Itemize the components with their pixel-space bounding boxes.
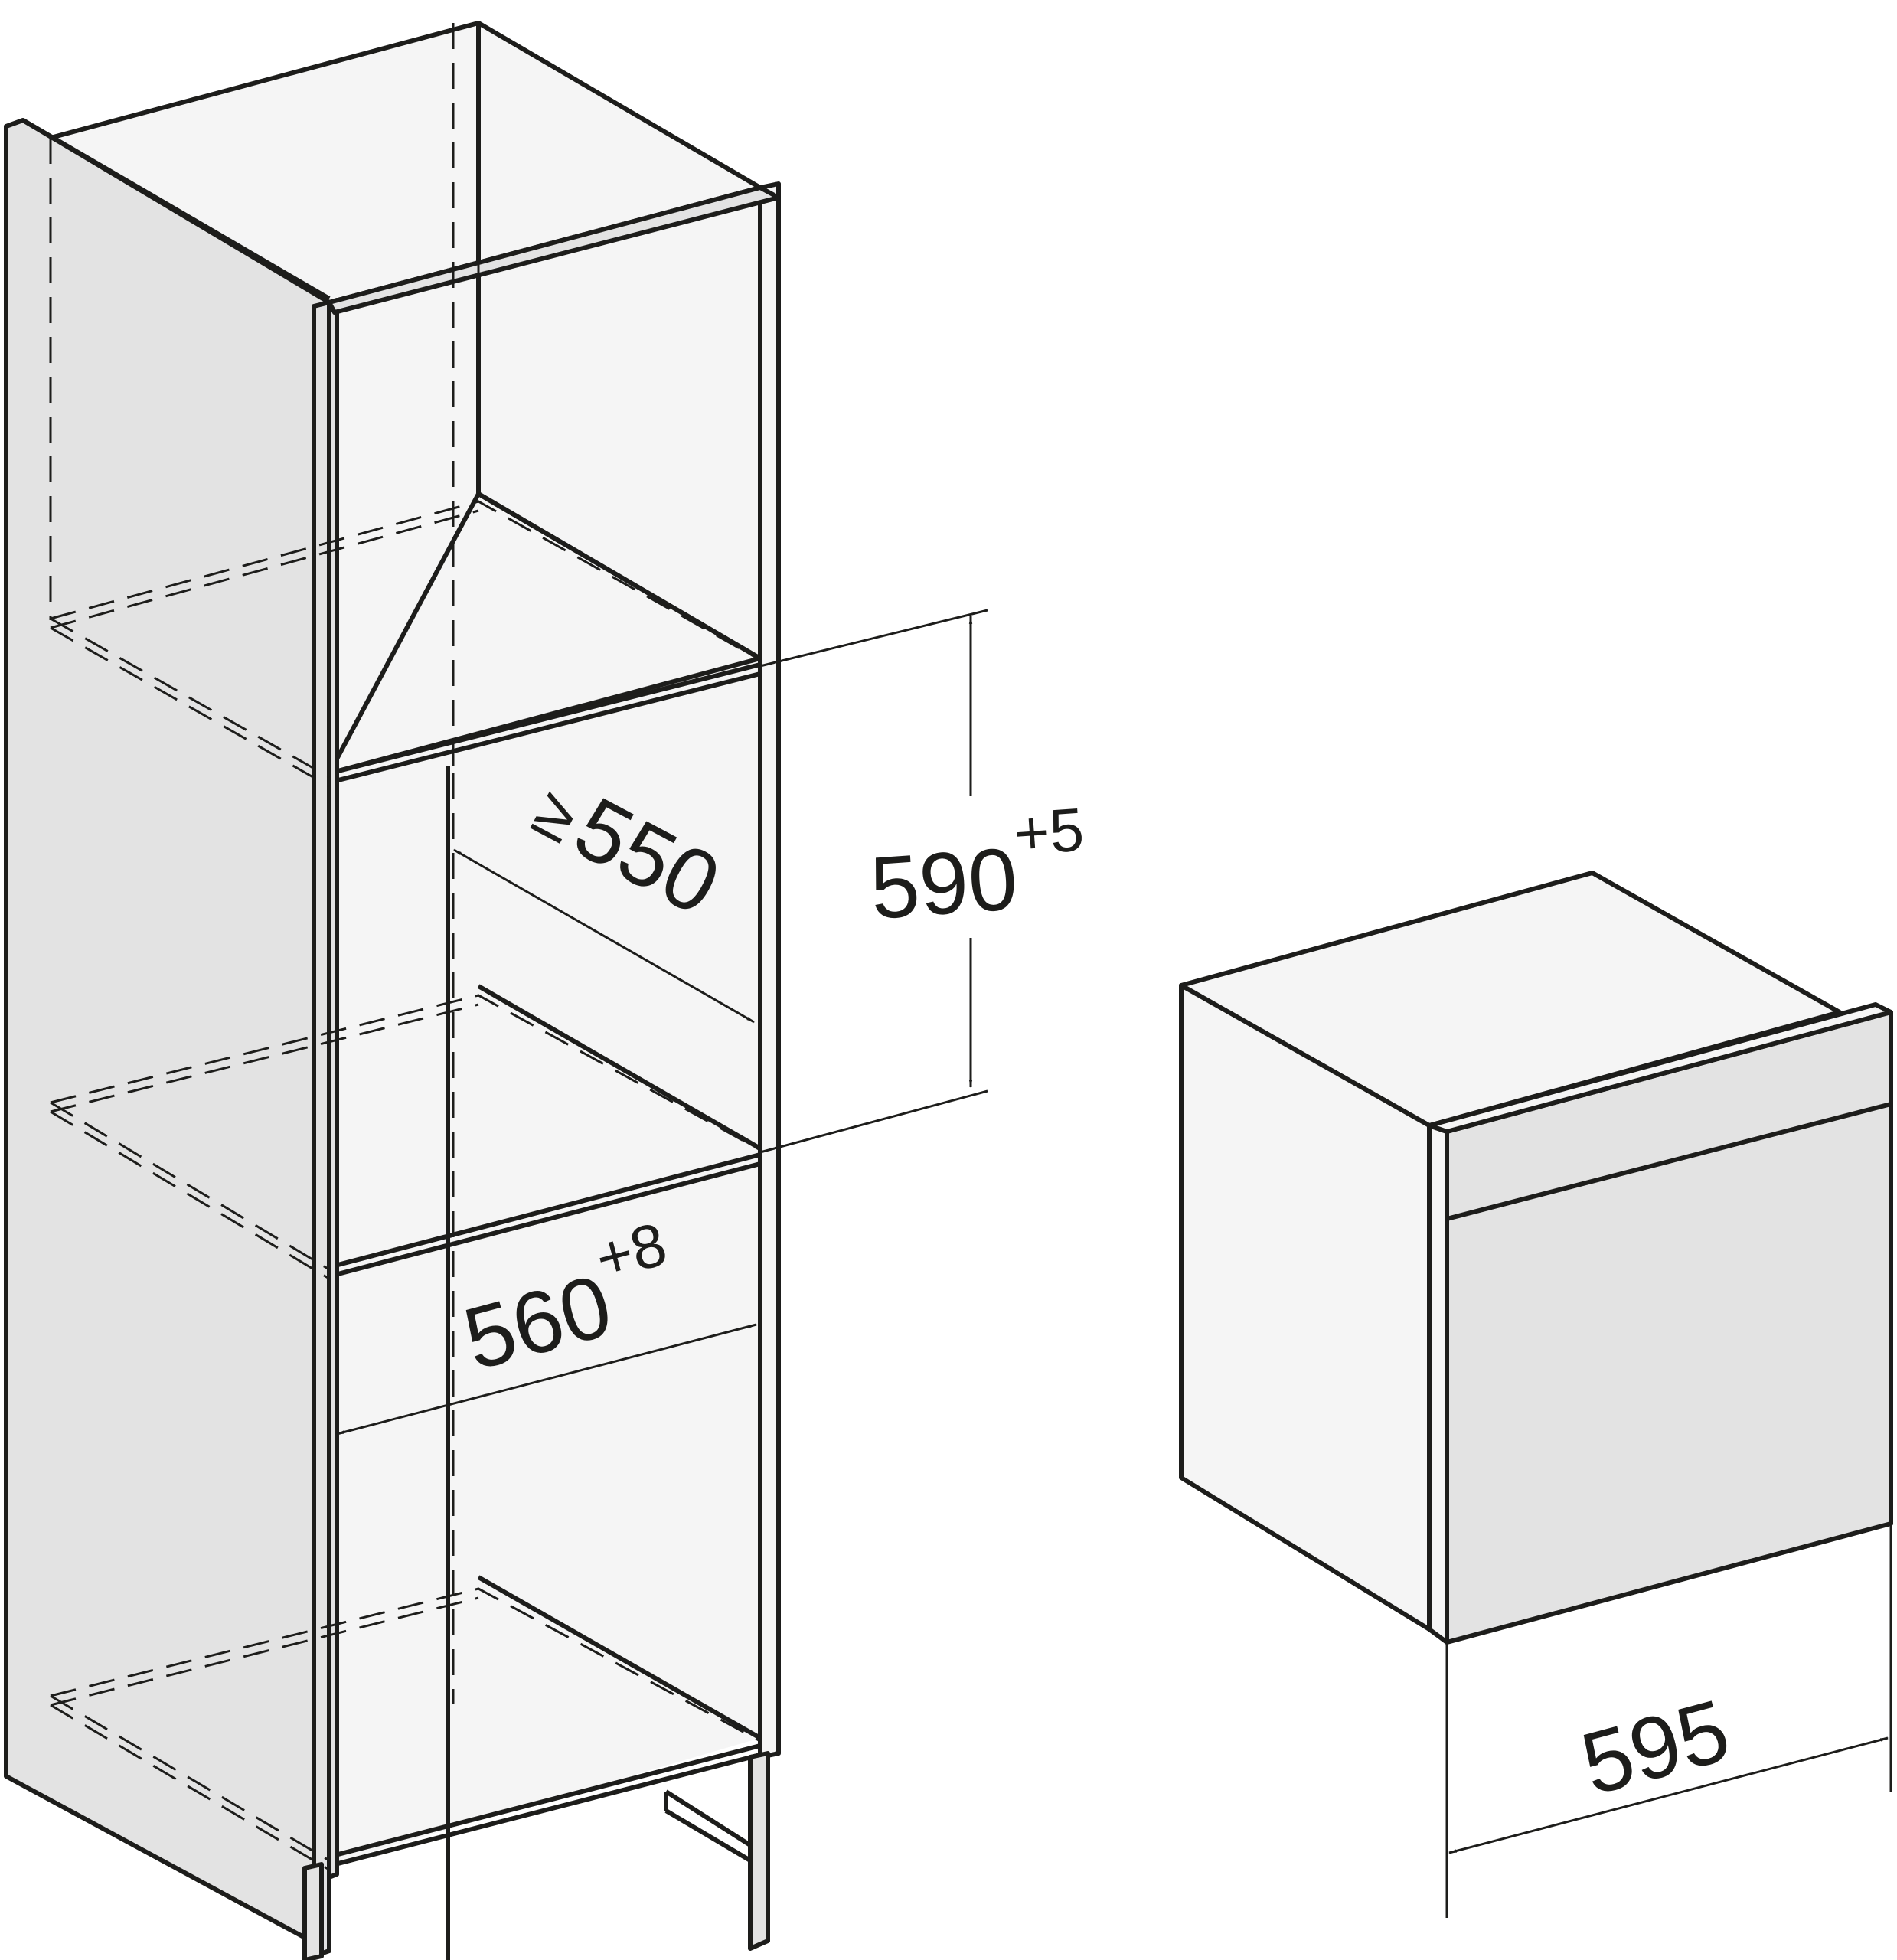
appliance-control-panel-divider <box>1446 1102 1892 1221</box>
cabinet-right-post <box>758 181 781 1759</box>
niche-height-value: 590 <box>867 830 1020 938</box>
appliance-width-dimension-line <box>1448 1736 1889 1854</box>
cabinet-left-front-edge <box>312 300 331 1958</box>
appliance-unit <box>1179 871 1893 1645</box>
niche-height-tolerance: +5 <box>1012 795 1086 868</box>
niche-height-label: 590+5 <box>865 795 1090 938</box>
appliance-width-label: 595 <box>1572 1681 1739 1814</box>
cabinet-interior <box>329 198 760 1864</box>
cabinet-unit <box>4 21 781 1960</box>
niche-width-dimension-line <box>335 1323 758 1436</box>
depth-dimension-line <box>453 848 755 1024</box>
dimension-lines <box>335 609 1892 1918</box>
